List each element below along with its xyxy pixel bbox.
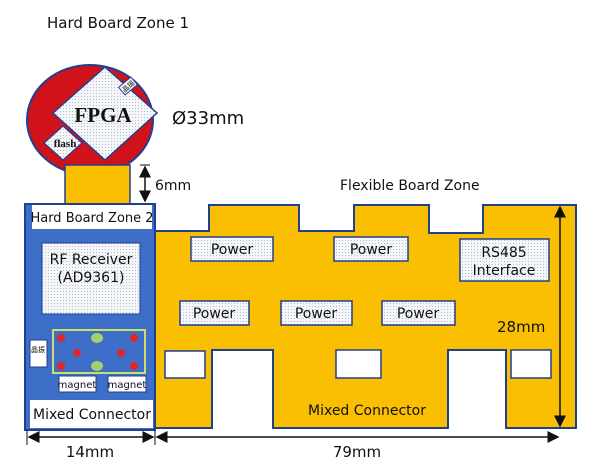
power-module: Power — [190, 236, 274, 262]
crystal-oscillator-label: 晶振 — [31, 345, 45, 354]
svg-text:Power: Power — [211, 242, 254, 258]
svg-text:Power: Power — [397, 306, 440, 322]
flex-height-label: 28mm — [497, 318, 545, 336]
title-hard-board-zone-1: Hard Board Zone 1 — [47, 14, 189, 32]
svg-text:Power: Power — [193, 306, 236, 322]
fpga-label: FPGA — [74, 103, 132, 127]
flex-zone-label: Flexible Board Zone — [340, 178, 480, 194]
flash-chip — [43, 125, 83, 161]
svg-text:Interface: Interface — [473, 263, 536, 279]
rf-receiver-label: RF Receiver — [50, 252, 133, 268]
magnet-label: magnet — [58, 380, 97, 391]
cutout-window — [335, 349, 382, 379]
magnet-label: magnet — [108, 380, 147, 391]
power-module: Power — [333, 236, 409, 262]
neck-height-label: 6mm — [155, 178, 191, 194]
hard-zone-2-label: Hard Board Zone 2 — [30, 211, 153, 226]
power-module: Power — [179, 300, 250, 326]
power-module: Power — [381, 300, 456, 326]
cutout-window — [510, 349, 552, 379]
svg-text:Power: Power — [295, 306, 338, 322]
cutout-window — [164, 350, 206, 379]
svg-text:Power: Power — [350, 242, 393, 258]
rs485-interface: RS485 Interface — [459, 238, 550, 282]
flex-mixed-connector-label: Mixed Connector — [308, 403, 426, 419]
flash-label: flash — [54, 138, 77, 150]
svg-text:RS485: RS485 — [481, 245, 526, 261]
neck-connector — [64, 164, 131, 205]
rf-receiver-model: (AD9361) — [58, 270, 125, 286]
hard-width-label: 14mm — [66, 443, 114, 461]
flex-width-label: 79mm — [333, 443, 381, 461]
power-module: Power — [280, 300, 353, 326]
hard-board-zone-2: Hard Board Zone 2 RF Receiver (AD9361) 晶… — [24, 203, 156, 431]
diameter-label: Ø33mm — [172, 108, 244, 129]
hard-mixed-connector-label: Mixed Connector — [33, 407, 151, 423]
fpga-board: FPGA flash 晶振 — [26, 64, 159, 176]
